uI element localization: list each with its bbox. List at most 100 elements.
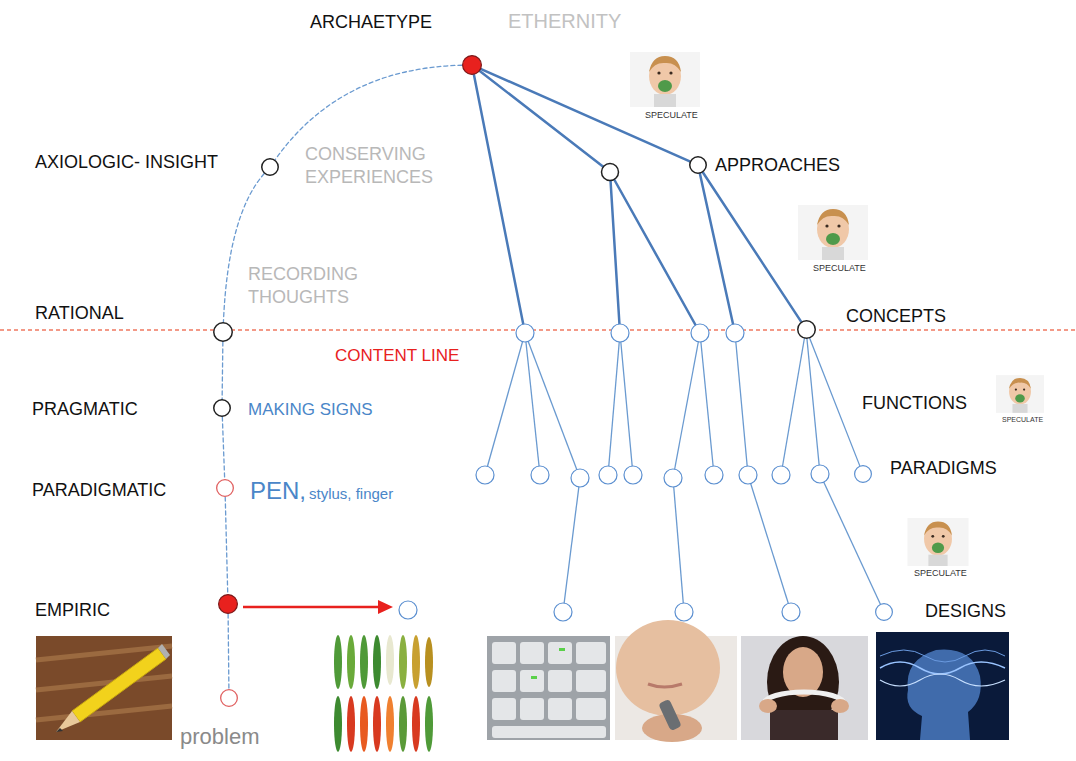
keyboard-photo [576, 642, 606, 664]
keyboard-photo [520, 670, 544, 692]
pencil-photo [56, 711, 80, 732]
tree-node: PARADIGMS [854, 465, 872, 483]
node-heading: DESIGNS [925, 601, 1006, 623]
node-heading: PRAGMATIC [32, 399, 138, 421]
node-heading: CONCEPTS [846, 306, 946, 328]
vegetables-photo [360, 696, 368, 752]
tree-branch [700, 333, 714, 475]
node-circle [214, 400, 231, 417]
keyboard-photo [576, 670, 606, 692]
node-circle [876, 604, 893, 621]
content-line-label: CONTENT LINE [335, 345, 459, 367]
node-circle [797, 320, 815, 338]
node-heading: EMPIRIC [35, 600, 110, 622]
connector-line [222, 417, 224, 479]
keyboard-photo [492, 698, 516, 720]
brain-head-photo [876, 632, 1009, 740]
vegetables-photo [373, 696, 381, 752]
node-circle [854, 465, 872, 483]
tree-circle [739, 466, 757, 484]
brain-head-photo [880, 650, 1005, 662]
node-circle [875, 603, 893, 621]
node-circle [261, 158, 279, 176]
person-photo [615, 620, 737, 742]
tree-branch [735, 333, 748, 475]
speculate-child-photo [996, 375, 1044, 413]
vegetables-photo [425, 696, 433, 752]
tree-branch [525, 333, 580, 478]
pencil-photo [36, 636, 172, 740]
vegetables-photo [334, 696, 433, 752]
tree-circle [554, 603, 572, 621]
tree-branch [608, 333, 620, 475]
tree-circle [399, 164, 829, 622]
vegetables-photo [373, 635, 381, 689]
keyboard-photo [487, 636, 610, 740]
person-photo [648, 684, 682, 687]
archetype-node: ARCHAETYPE [462, 55, 482, 75]
blue-note: PEN, [250, 475, 306, 506]
keyboard-photo [520, 698, 544, 720]
node-circle [690, 157, 707, 174]
node-heading: ARCHAETYPE [310, 12, 432, 34]
brain-head-photo [880, 674, 1005, 686]
speculate-caption: SPECULATE [1002, 415, 1043, 424]
connector-line [225, 497, 228, 594]
keyboard-photo [520, 642, 544, 664]
eternity-label: ETHERNITY [508, 8, 621, 34]
vegetables-photo [399, 635, 407, 689]
connector-line [221, 342, 223, 399]
node-circle [689, 156, 707, 174]
tree-circle [531, 466, 549, 484]
tree-branch [485, 329, 884, 612]
node-circle [219, 595, 238, 614]
connector-line [809, 338, 859, 466]
person-photo [658, 699, 682, 731]
tree-branch [485, 333, 525, 475]
headset-photo [741, 636, 868, 740]
red-arrow [243, 606, 380, 609]
keyboard-photo [548, 642, 572, 664]
red-arrow [243, 600, 393, 614]
tree-node: CONCEPTS [797, 320, 816, 339]
node-heading: AXIOLOGIC- INSIGHT [35, 152, 218, 174]
vegetables-photo [412, 635, 420, 689]
tree-circle [705, 466, 723, 484]
node-circle [213, 399, 231, 417]
level-node: PRAGMATIC [213, 399, 231, 417]
content-line [0, 330, 1076, 331]
brain-head-photo [880, 662, 1005, 674]
tree-branch [472, 65, 610, 172]
vegetables-photo [412, 696, 420, 752]
keyboard-photo [492, 642, 606, 738]
brain-head-photo [876, 632, 1009, 740]
keyboard-photo [559, 648, 565, 651]
speculate-child-photo [798, 205, 868, 260]
tree-circle [675, 603, 693, 621]
node-circle [797, 320, 816, 339]
level-node: PARADIGMATIC [216, 479, 234, 497]
tree-branch [472, 65, 525, 333]
tree-circle [602, 164, 619, 181]
tree-branch [610, 172, 700, 333]
node-circle [221, 690, 238, 707]
speculate-caption: SPECULATE [914, 568, 967, 580]
vegetables-photo [347, 635, 355, 689]
blue-note: stylus, finger [309, 484, 393, 504]
node-heading: RATIONAL [35, 303, 124, 325]
keyboard-photo [492, 642, 516, 664]
node-circle [463, 56, 482, 75]
tree-branch [673, 478, 684, 612]
vegetables-photo [330, 630, 436, 756]
tree-circle [664, 469, 682, 487]
node-heading: PARADIGMATIC [32, 480, 166, 502]
vegetables-photo [334, 635, 342, 689]
vegetables-photo [347, 696, 355, 752]
tree-circle [691, 324, 709, 342]
grey-note: RECORDING THOUGHTS [248, 263, 378, 310]
level-node: AXIOLOGIC- INSIGHT [261, 158, 279, 176]
vegetables-photo [334, 696, 342, 752]
node-circle [220, 689, 238, 707]
